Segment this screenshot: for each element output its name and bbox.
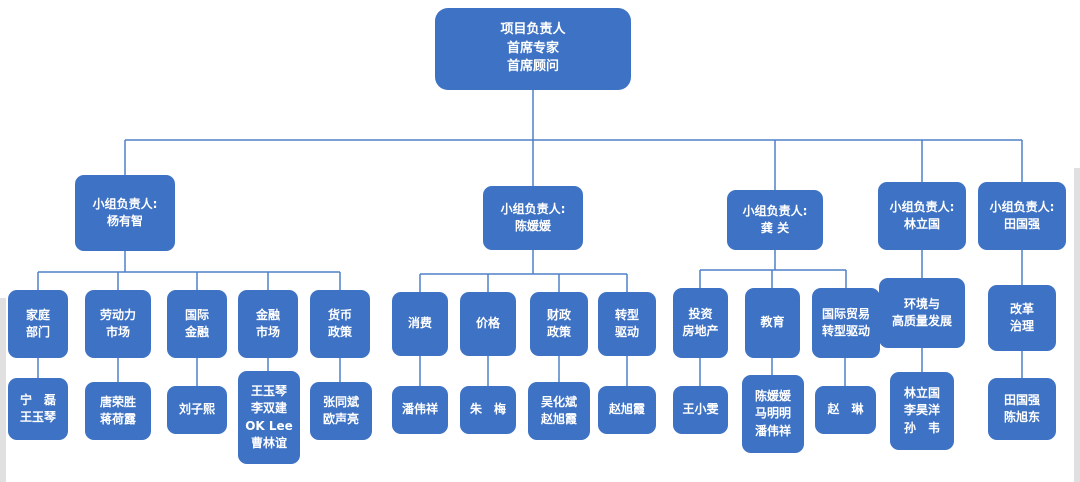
topic-node: 国际贸易 转型驱动 — [812, 288, 880, 358]
member-node: 吴化斌 赵旭霞 — [528, 382, 590, 440]
member-node: 田国强 陈旭东 — [988, 378, 1056, 440]
topic-node: 劳动力 市场 — [85, 290, 151, 358]
topic-node: 财政 政策 — [530, 292, 588, 356]
member-node: 张同斌 欧声亮 — [310, 382, 372, 440]
topic-node: 货币 政策 — [310, 290, 370, 358]
member-node: 刘子熙 — [167, 386, 227, 434]
member-node: 赵旭霞 — [598, 386, 656, 434]
topic-node: 投资 房地产 — [673, 288, 728, 358]
topic-node: 价格 — [460, 292, 516, 356]
topic-node: 教育 — [745, 288, 800, 358]
member-node: 潘伟祥 — [392, 386, 448, 434]
group-leader-node: 小组负责人: 林立国 — [878, 182, 966, 250]
member-node: 宁 磊 王玉琴 — [8, 378, 68, 440]
topic-node: 环境与 高质量发展 — [879, 278, 965, 348]
member-node: 赵 琳 — [815, 386, 876, 434]
group-leader-node: 小组负责人: 杨有智 — [75, 175, 175, 251]
group-leader-node: 小组负责人: 田国强 — [978, 182, 1066, 250]
group-leader-node: 小组负责人: 龚 关 — [727, 190, 823, 250]
member-node: 王小雯 — [673, 386, 728, 434]
member-node: 王玉琴 李双建 OK Lee 曹林谊 — [238, 371, 300, 464]
member-node: 林立国 李昊洋 孙 韦 — [890, 372, 954, 450]
topic-node: 改革 治理 — [988, 285, 1056, 351]
group-leader-node: 小组负责人: 陈媛媛 — [483, 186, 583, 250]
member-node: 唐荣胜 蒋荷露 — [85, 382, 151, 440]
topic-node: 金融 市场 — [238, 290, 298, 358]
member-node: 朱 梅 — [460, 386, 516, 434]
page-edge-right — [1074, 168, 1080, 482]
topic-node: 转型 驱动 — [598, 292, 656, 356]
page-edge-left — [0, 298, 6, 482]
topic-node: 国际 金融 — [167, 290, 227, 358]
member-node: 陈媛媛 马明明 潘伟祥 — [742, 375, 804, 453]
topic-node: 消费 — [392, 292, 448, 356]
topic-node: 家庭 部门 — [8, 290, 68, 358]
root-node: 项目负责人 首席专家 首席顾问 — [435, 8, 631, 90]
